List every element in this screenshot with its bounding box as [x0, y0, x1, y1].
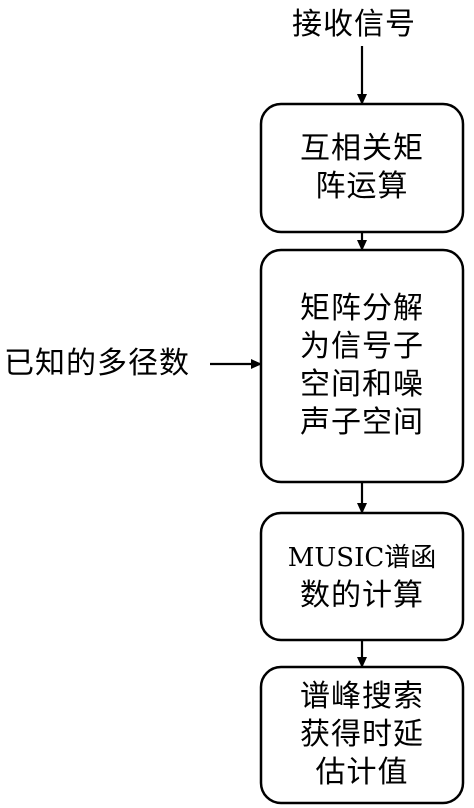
step-4-line-1: 谱峰搜索: [300, 679, 424, 714]
step-1-text: 互相关矩 阵运算: [261, 104, 463, 232]
step-3-line-1: MUSIC谱函: [287, 542, 437, 573]
step-1-line-1: 互相关矩: [300, 131, 424, 166]
step-2-line-3: 空间和噪: [300, 367, 424, 402]
step-3-text: MUSIC谱函 数的计算: [261, 513, 463, 640]
step-3-line-2: 数的计算: [300, 577, 424, 613]
step-4-line-3: 估计值: [315, 755, 409, 790]
input-label: 接收信号: [292, 7, 416, 42]
side-input-label: 已知的多径数: [4, 346, 190, 381]
step-2-line-2: 为信号子: [300, 329, 424, 364]
step-2-text: 矩阵分解 为信号子 空间和噪 声子空间: [261, 250, 463, 482]
step-2-line-1: 矩阵分解: [300, 291, 424, 326]
step-4-text: 谱峰搜索 获得时延 估计值: [261, 667, 463, 803]
step-1-line-2: 阵运算: [315, 169, 409, 204]
step-4-line-2: 获得时延: [300, 717, 424, 752]
step-4-box: [259, 665, 465, 805]
step-2-line-4: 声子空间: [300, 405, 424, 440]
